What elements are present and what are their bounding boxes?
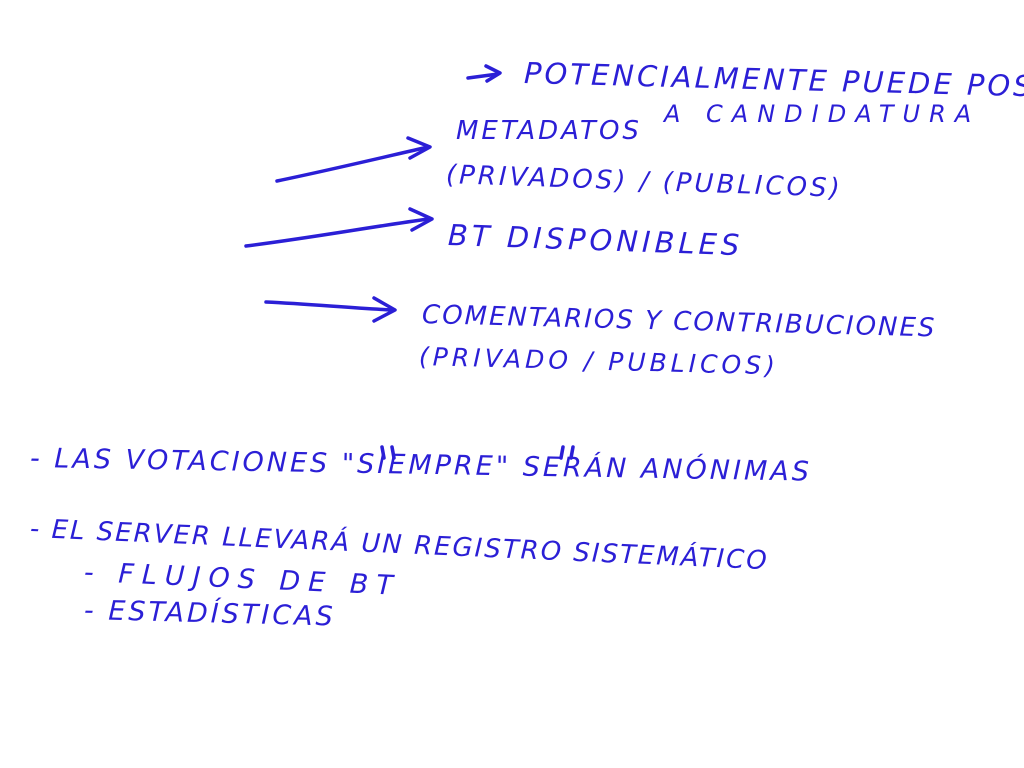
- arrow-head-potentially: [484, 64, 502, 83]
- note-stats: - ESTADÍSTICAS: [83, 595, 337, 633]
- arrow-head-comments: [372, 296, 397, 323]
- arrow-to-potentially: [466, 72, 500, 80]
- quote-mark-close: [559, 445, 575, 460]
- arrow-to-bt-available: [244, 217, 430, 248]
- arrow-to-comments: [264, 300, 394, 312]
- note-metadata-line1: METADATOS: [456, 116, 642, 146]
- arrow-to-metadata: [275, 145, 430, 183]
- arrow-head-bt-available: [408, 207, 434, 232]
- note-potentially-line2: A CANDIDATURA: [664, 100, 981, 128]
- quote-mark-open: [380, 445, 396, 460]
- arrow-head-metadata: [406, 136, 432, 160]
